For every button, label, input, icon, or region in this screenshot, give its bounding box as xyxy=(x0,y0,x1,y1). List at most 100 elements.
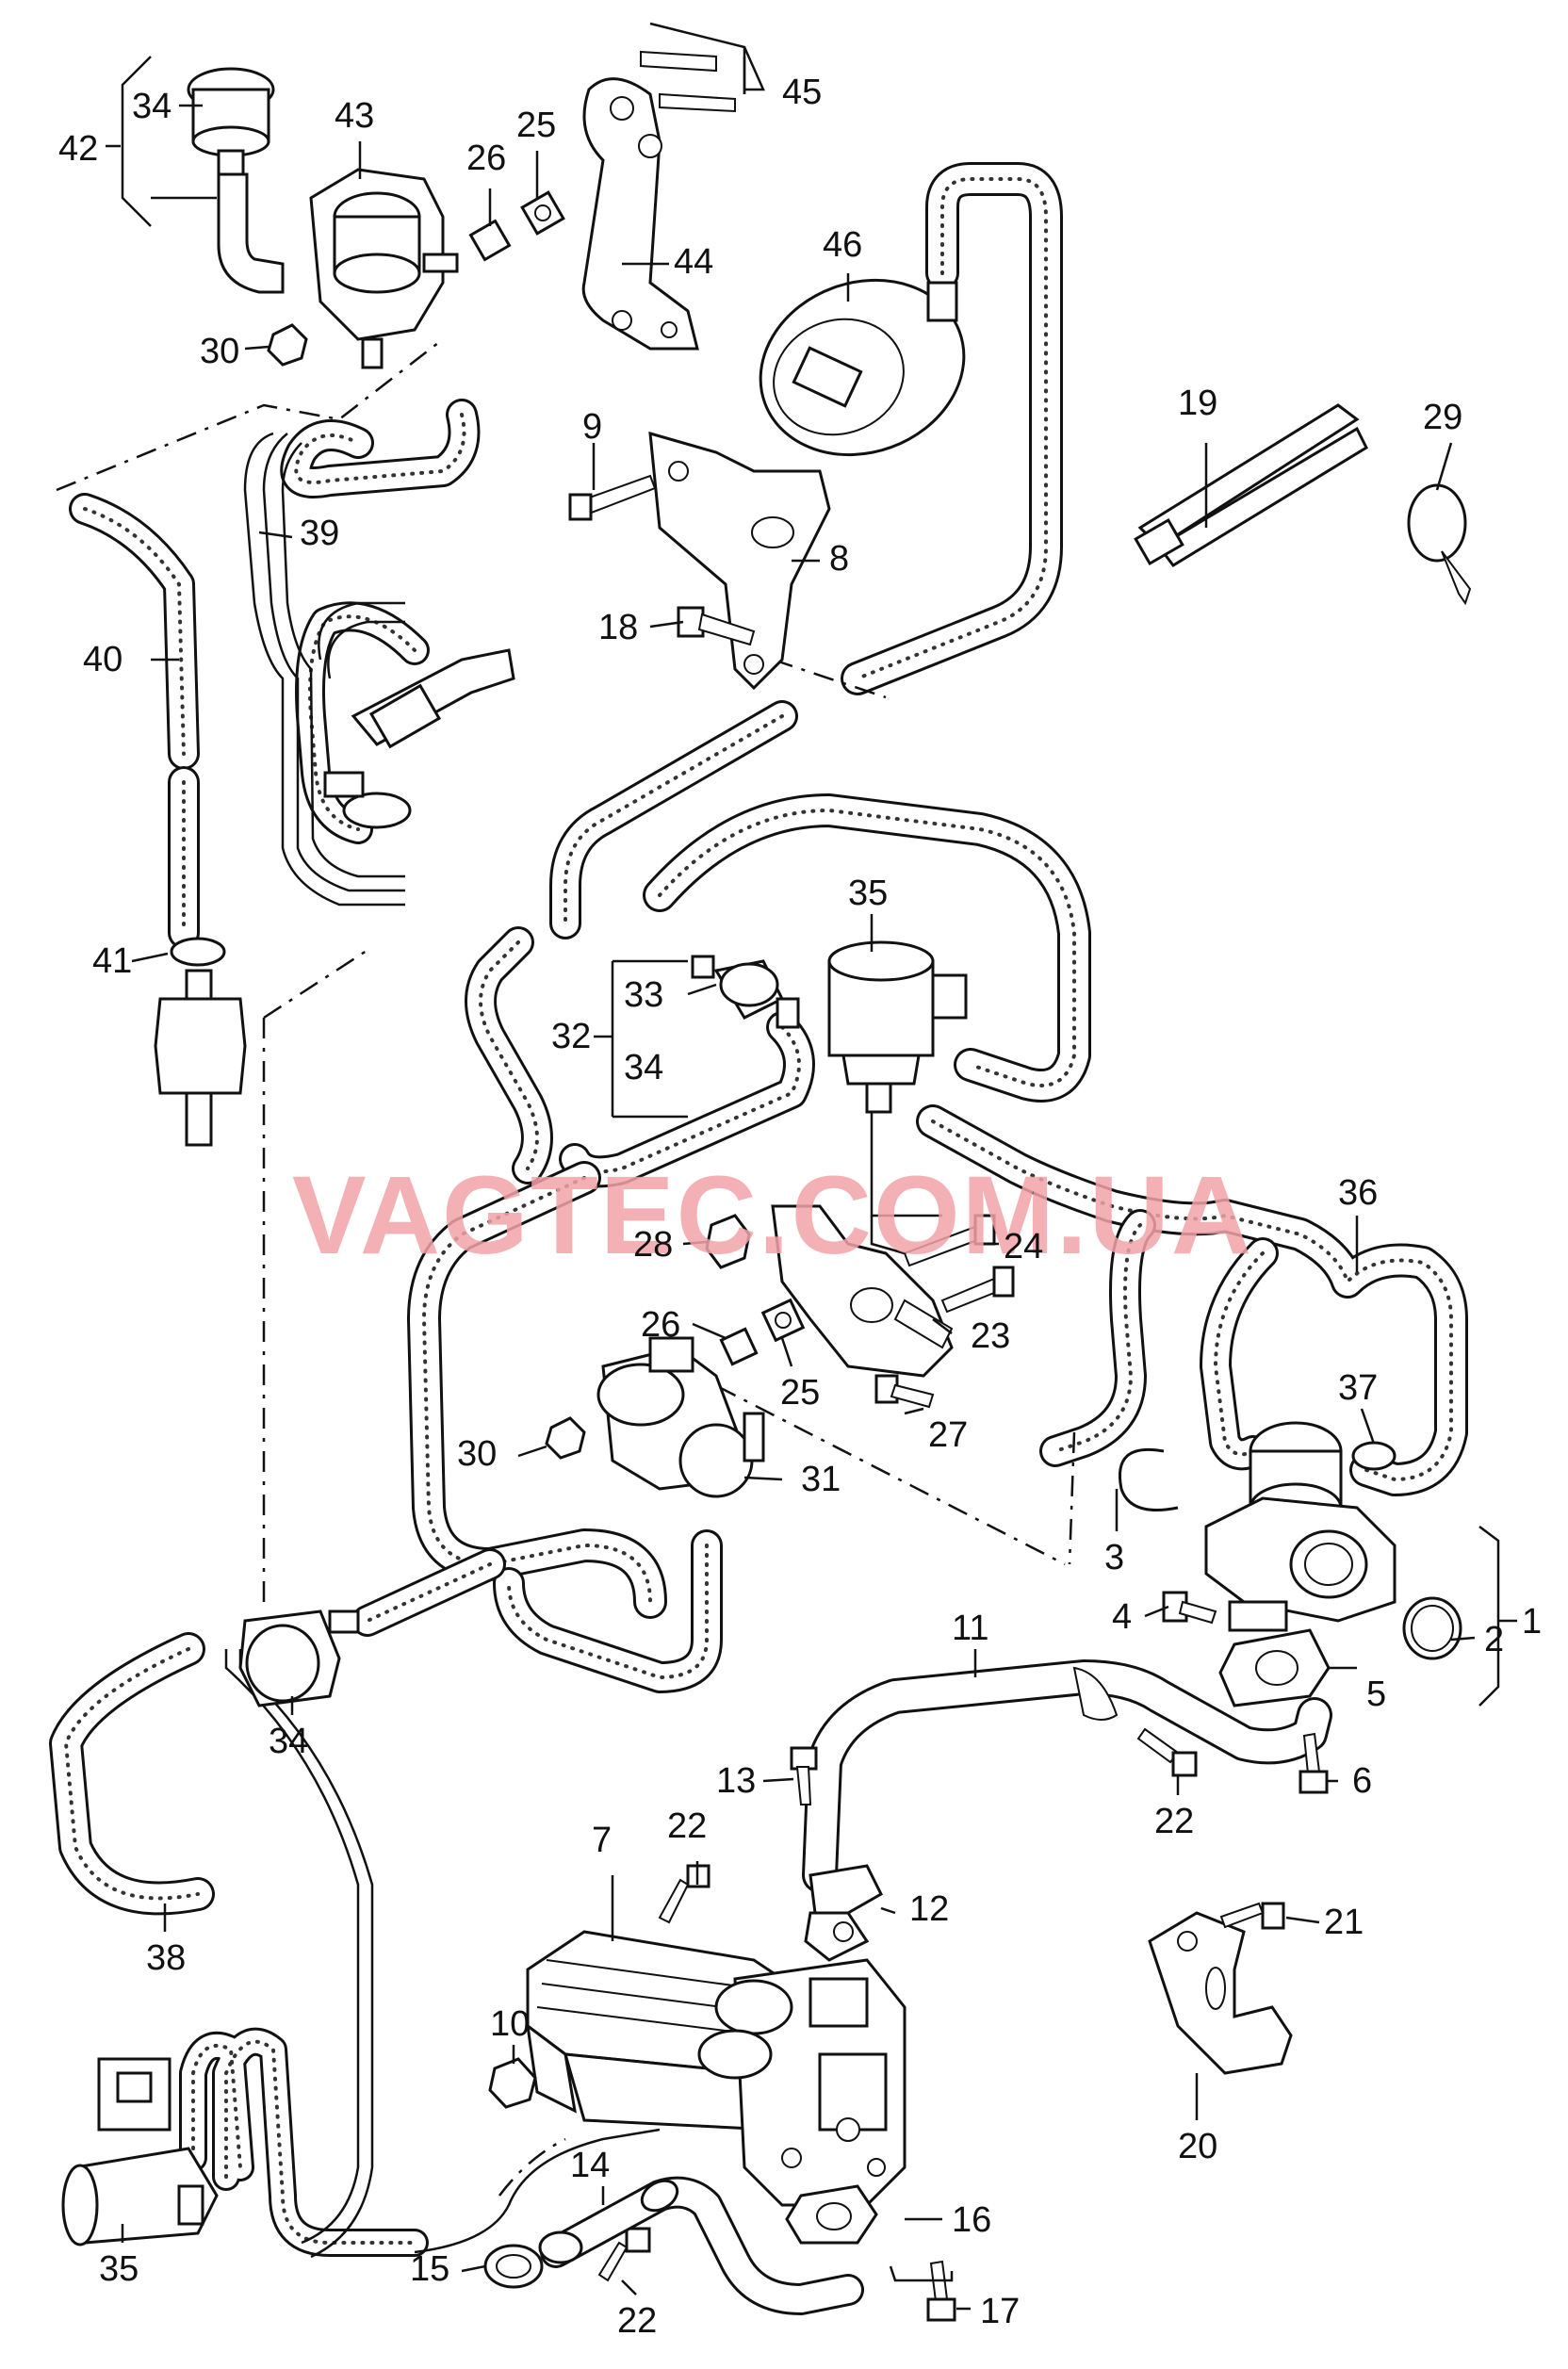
callout-labels: 34 42 43 25 26 45 44 46 30 9 8 39 40 18 … xyxy=(58,73,1542,2341)
callout-14: 14 xyxy=(570,2146,610,2185)
callout-37: 37 xyxy=(1338,1368,1378,1408)
part-15-hose-clamp xyxy=(483,2230,583,2289)
callout-8: 8 xyxy=(829,539,849,579)
callout-34-bottom: 34 xyxy=(269,1722,308,1761)
part-22-bolt-a xyxy=(1136,1727,1198,1777)
part-31-pressure-converter xyxy=(596,1336,765,1498)
part-27-bolt xyxy=(874,1374,935,1409)
callout-28: 28 xyxy=(633,1225,673,1265)
callout-4: 4 xyxy=(1112,1597,1132,1637)
callout-44: 44 xyxy=(674,242,713,282)
callout-9: 9 xyxy=(582,407,602,447)
callout-36: 36 xyxy=(1338,1173,1378,1213)
part-3-snap-ring xyxy=(1119,1447,1179,1511)
part-35-solenoid-bottom xyxy=(61,2057,219,2246)
callout-30-mid: 30 xyxy=(457,1434,497,1474)
part-1-egr-valve xyxy=(1204,1421,1396,1632)
part-44-bracket-top xyxy=(581,77,699,351)
part-16-gasket xyxy=(785,2184,878,2245)
callout-5: 5 xyxy=(1366,1675,1386,1714)
callout-16: 16 xyxy=(952,2200,991,2240)
part-2-seal-ring xyxy=(1402,1596,1462,1660)
callout-15: 15 xyxy=(410,2249,449,2289)
callout-6: 6 xyxy=(1352,1761,1372,1801)
callout-32: 32 xyxy=(551,1017,591,1056)
callout-7: 7 xyxy=(592,1821,612,1860)
part-18-bolt xyxy=(677,606,756,646)
callout-25-top: 25 xyxy=(516,106,556,145)
callout-leaders xyxy=(106,46,1517,2311)
callout-27: 27 xyxy=(928,1415,968,1455)
callout-38: 38 xyxy=(146,1938,186,1978)
part-41-clamp xyxy=(170,937,226,967)
callout-26-top: 26 xyxy=(466,139,506,178)
part-9-bolt xyxy=(568,474,657,521)
callout-29: 29 xyxy=(1423,398,1462,437)
part-45-bolts xyxy=(640,22,746,113)
part-22-bolt-c xyxy=(597,2227,651,2282)
callout-23: 23 xyxy=(971,1316,1010,1356)
callout-35-bottom: 35 xyxy=(99,2249,139,2289)
part-filter-left xyxy=(154,969,247,1147)
vacuum-lines xyxy=(224,432,942,2259)
callout-40: 40 xyxy=(83,640,122,679)
part-34-filter-lower xyxy=(238,1609,360,1707)
callout-22-b: 22 xyxy=(667,1806,707,1846)
hose-network xyxy=(49,162,1468,2257)
part-26-25-mid-fittings xyxy=(719,1298,806,1366)
part-43-changeover-valve xyxy=(309,168,459,369)
part-8-bracket xyxy=(648,431,831,691)
part-23-bracket xyxy=(771,1204,954,1378)
part-46-vacuum-reservoir xyxy=(759,278,966,457)
part-37-hose-clamp xyxy=(1351,1441,1396,1471)
callout-19: 19 xyxy=(1178,384,1217,423)
part-11-egr-pipe xyxy=(802,1659,1332,1893)
callout-25-mid: 25 xyxy=(780,1373,820,1413)
callout-34-mid: 34 xyxy=(624,1048,663,1087)
watermark-text: VAGTEC.COM.UA xyxy=(292,1153,1253,1278)
part-30-nut-mid xyxy=(545,1416,586,1460)
part-19-cable-clip xyxy=(1134,403,1368,567)
part-29-cable-tie xyxy=(1407,483,1472,606)
part-24-bolts xyxy=(903,1214,1015,1314)
callout-30-top: 30 xyxy=(200,332,239,371)
part-bundle-clip xyxy=(323,771,412,829)
callout-20: 20 xyxy=(1178,2127,1217,2166)
callout-45: 45 xyxy=(782,73,822,112)
callout-43: 43 xyxy=(335,96,374,136)
callout-35-top: 35 xyxy=(848,874,888,913)
assembly-leaders xyxy=(56,338,1076,2197)
callout-33: 33 xyxy=(624,975,663,1015)
part-13-bolt xyxy=(790,1746,818,1805)
part-5-gasket xyxy=(1218,1628,1331,1707)
part-28-nut xyxy=(705,1214,751,1269)
callout-26-mid: 26 xyxy=(641,1305,680,1345)
part-14-pipe xyxy=(540,2176,864,2315)
callout-13: 13 xyxy=(716,1761,756,1801)
part-17-bolt xyxy=(926,2260,956,2322)
callout-24: 24 xyxy=(1004,1227,1043,1266)
callout-10: 10 xyxy=(490,2004,530,2044)
callout-1: 1 xyxy=(1522,1602,1542,1642)
part-tee-connector xyxy=(351,648,515,749)
callout-18: 18 xyxy=(598,608,638,647)
part-6-bolt xyxy=(1298,1732,1329,1794)
callout-22-c: 22 xyxy=(617,2301,657,2341)
part-21-bolt xyxy=(1219,1902,1285,1930)
callout-11: 11 xyxy=(952,1609,988,1648)
part-34-reservoir-top xyxy=(187,67,285,294)
callout-12: 12 xyxy=(909,1889,949,1929)
part-30-nut-top xyxy=(267,323,308,367)
callout-41: 41 xyxy=(92,941,132,981)
callout-3: 3 xyxy=(1104,1538,1124,1577)
callout-34-top: 34 xyxy=(132,87,172,126)
part-26-25-top-fittings xyxy=(468,190,565,262)
callout-17: 17 xyxy=(980,2292,1020,2331)
callout-39: 39 xyxy=(300,514,339,553)
callout-21: 21 xyxy=(1324,1903,1364,1942)
callout-42: 42 xyxy=(58,129,98,169)
part-10-nut xyxy=(488,2057,537,2109)
part-20-bracket xyxy=(1148,1911,1293,2075)
callout-46: 46 xyxy=(823,225,862,265)
part-7-valve-cluster xyxy=(697,1958,906,2207)
